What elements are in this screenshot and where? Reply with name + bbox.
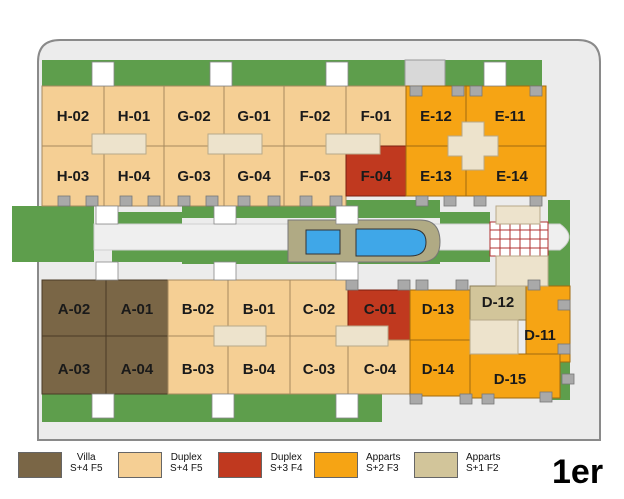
- unit-a03[interactable]: [41, 335, 107, 395]
- label-h04: H-04: [118, 168, 151, 185]
- unit-c04[interactable]: [347, 339, 411, 395]
- legend-spec: S+1 F2: [466, 463, 499, 474]
- label-h02: H-02: [57, 108, 90, 125]
- label-a04: A-04: [121, 361, 154, 378]
- label-e12: E-12: [420, 108, 452, 125]
- stair-c: [335, 325, 389, 347]
- legend-type: Duplex: [270, 452, 302, 463]
- label-g03: G-03: [177, 168, 210, 185]
- label-a02: A-02: [58, 301, 91, 318]
- label-g02: G-02: [177, 108, 210, 125]
- stair-d: [469, 319, 519, 355]
- label-c04: C-04: [364, 361, 397, 378]
- legend-swatch: [414, 452, 458, 478]
- pool-main: [355, 228, 427, 257]
- label-b03: B-03: [182, 361, 215, 378]
- legend-swatch: [314, 452, 358, 478]
- stair-e: [447, 121, 499, 171]
- label-b04: B-04: [243, 361, 276, 378]
- north-lawn: [42, 60, 542, 90]
- label-a03: A-03: [58, 361, 91, 378]
- stair-h: [91, 133, 147, 155]
- unit-d13[interactable]: [409, 289, 471, 341]
- legend-spec: S+4 F5: [70, 463, 103, 474]
- unit-d14[interactable]: [409, 339, 471, 397]
- label-c01: C-01: [364, 301, 397, 318]
- unit-d15[interactable]: [469, 353, 561, 399]
- label-b02: B-02: [182, 301, 215, 318]
- stair-f: [325, 133, 381, 155]
- label-g04: G-04: [237, 168, 271, 185]
- label-d11: D-11: [524, 327, 556, 344]
- legend-spec: S+4 F5: [170, 463, 203, 474]
- legend-type: Apparts: [366, 452, 401, 463]
- unit-a02[interactable]: [41, 279, 107, 337]
- label-d12: D-12: [482, 294, 515, 311]
- label-d15: D-15: [494, 371, 527, 388]
- label-f03: F-03: [300, 168, 331, 185]
- legend-type: Duplex: [170, 452, 202, 463]
- legend-spec: S+2 F3: [366, 463, 399, 474]
- label-c03: C-03: [303, 361, 336, 378]
- label-a01: A-01: [121, 301, 154, 318]
- label-f02: F-02: [300, 108, 331, 125]
- label-b01: B-01: [243, 301, 276, 318]
- floor-label: 1er: [552, 453, 604, 491]
- legend-swatch: [18, 452, 62, 478]
- stair-b: [213, 325, 267, 347]
- west-lawn: [12, 206, 94, 262]
- label-h03: H-03: [57, 168, 90, 185]
- unit-a01[interactable]: [105, 279, 169, 337]
- label-c02: C-02: [303, 301, 336, 318]
- legend-type: Apparts: [466, 452, 501, 463]
- label-g01: G-01: [237, 108, 270, 125]
- unit-a04[interactable]: [105, 335, 169, 395]
- stair-g: [207, 133, 263, 155]
- label-e14: E-14: [496, 168, 528, 185]
- label-f04: F-04: [361, 168, 393, 185]
- label-e11: E-11: [495, 108, 526, 125]
- legend-swatch: [218, 452, 262, 478]
- north-gate: [404, 59, 446, 89]
- legend-type: Villa: [76, 452, 96, 463]
- label-e13: E-13: [420, 168, 452, 185]
- legend-spec: S+3 F4: [270, 463, 303, 474]
- label-f01: F-01: [361, 108, 392, 125]
- legend-swatch: [118, 452, 162, 478]
- east-annex-n: [495, 205, 541, 225]
- pool-small: [305, 229, 341, 255]
- label-d13: D-13: [422, 301, 455, 318]
- label-d14: D-14: [422, 361, 455, 378]
- label-h01: H-01: [118, 108, 151, 125]
